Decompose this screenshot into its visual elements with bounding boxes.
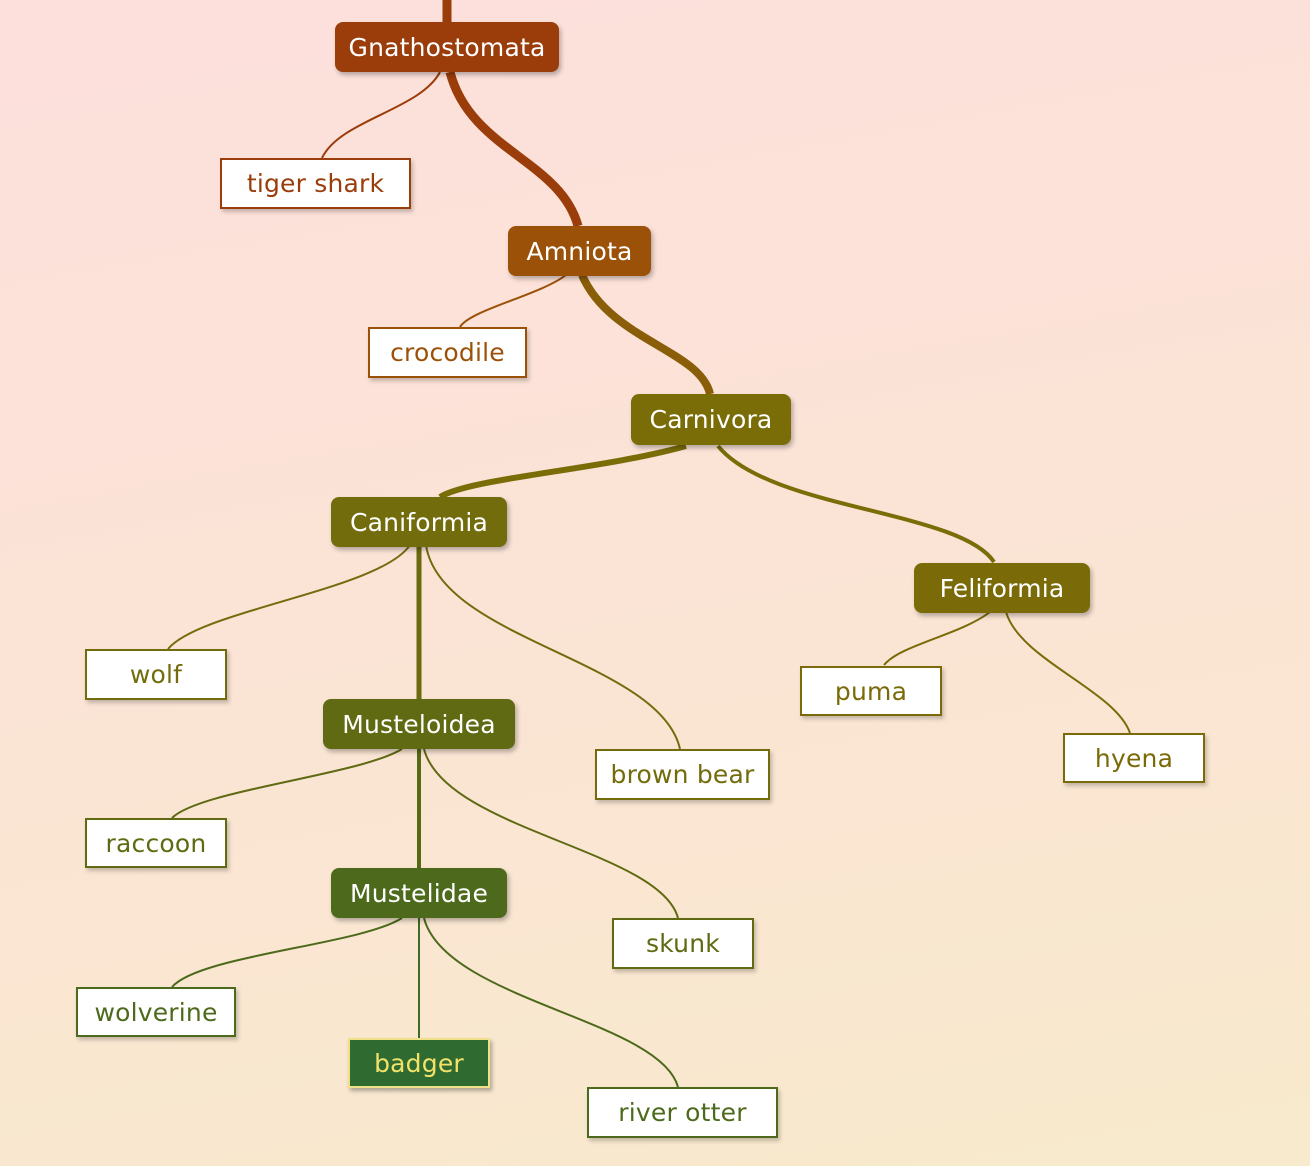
edge-feliformia-hyena [1005,611,1131,734]
edge-gnathostomata-tiger-shark [321,71,441,159]
edge-caniformia-wolf [167,544,411,650]
node-caniformia[interactable]: Caniformia [331,497,507,547]
edge-gnathostomata-amniota [445,70,583,228]
edge-carnivora-caniformia [438,443,687,500]
edge-caniformia-brown-bear [425,544,681,750]
leaf-crocodile[interactable]: crocodile [368,327,527,378]
leaf-brown-bear[interactable]: brown bear [595,749,770,800]
leaf-river-otter[interactable]: river otter [587,1087,778,1138]
edge-mustelidae-wolverine [171,917,403,988]
edge-carnivora-feliformia [716,444,996,564]
leaf-raccoon[interactable]: raccoon [85,818,227,868]
edge-mustelidae-river-otter [423,917,679,1088]
node-feliformia[interactable]: Feliformia [914,563,1090,613]
node-mustelidae[interactable]: Mustelidae [331,868,507,918]
edge-feliformia-puma [883,611,991,666]
leaf-tiger-shark[interactable]: tiger shark [220,158,411,209]
leaf-badger[interactable]: badger [348,1038,490,1088]
edge-musteloidea-skunk [423,748,679,919]
leaf-puma[interactable]: puma [800,666,942,716]
node-carnivora[interactable]: Carnivora [631,394,791,445]
leaf-hyena[interactable]: hyena [1063,733,1205,783]
leaf-wolverine[interactable]: wolverine [76,987,236,1037]
leaf-skunk[interactable]: skunk [612,918,754,969]
node-amniota[interactable]: Amniota [508,226,651,276]
leaf-wolf[interactable]: wolf [85,649,227,700]
edge-amniota-carnivora [578,273,714,396]
edge-musteloidea-raccoon [171,748,403,819]
node-gnathostomata[interactable]: Gnathostomata [335,22,559,72]
edge-amniota-crocodile [459,274,567,328]
node-musteloidea[interactable]: Musteloidea [323,699,515,749]
